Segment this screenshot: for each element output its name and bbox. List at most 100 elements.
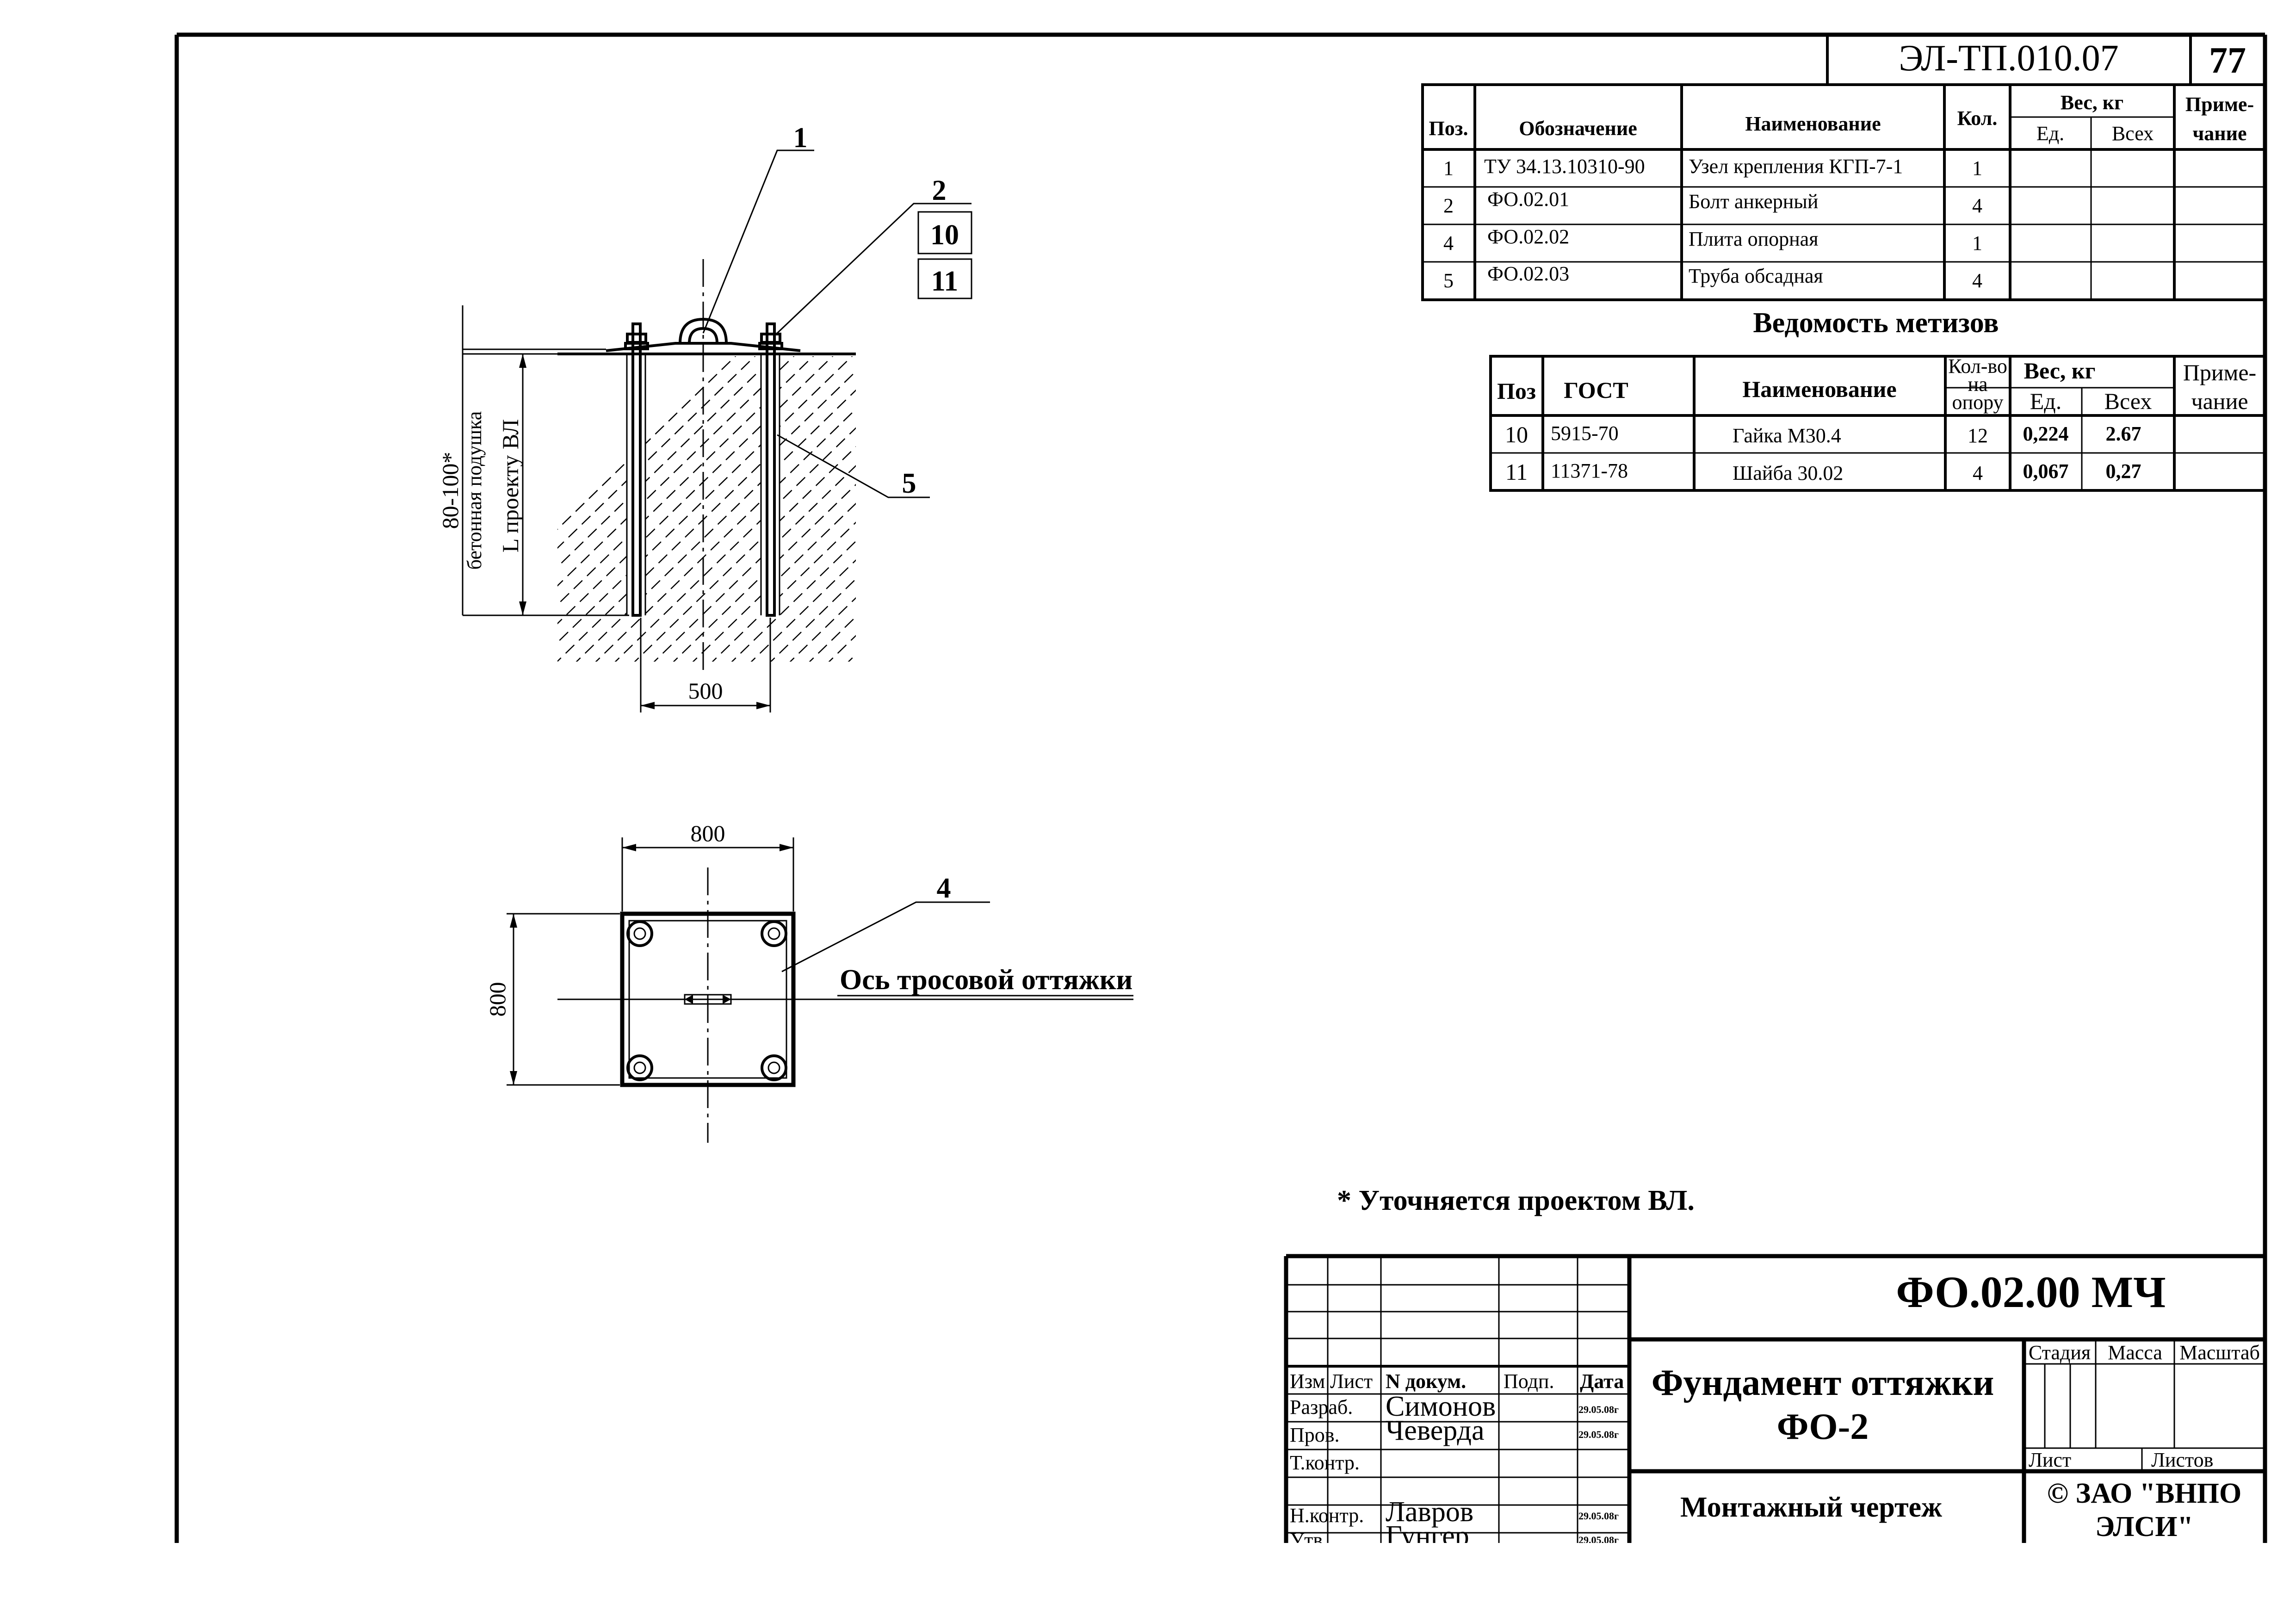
footnote: * Уточняется проектом ВЛ. [1337,1185,1695,1216]
signer-row: Утв. Гунгер 29.05.08г [1290,1520,1619,1552]
hw-header-gost: ГОСТ [1564,377,1628,403]
bolt-hole [761,1054,787,1081]
company-line-2: ЭЛСИ" [2095,1511,2193,1542]
spec-row-name: Болт анкерный [1689,190,1818,213]
hw-header-unit: Ед. [2030,388,2061,414]
signer-name: Лавров [1386,1496,1473,1528]
signer-name: Чеверда [1386,1415,1485,1446]
tb-col-list: Лист [1330,1370,1373,1393]
signer-role: Пров. [1290,1424,1340,1446]
callout-2: 2 [932,175,947,206]
callout-5: 5 [902,468,916,499]
spec-row-pos: 1 [1443,157,1454,180]
hw-row-unit: 0,067 [2023,460,2069,483]
plan-view: 800 800 4 Ось тросовой оттяжки [484,820,1133,1143]
spec-header-weight: Вес, кг [2061,91,2123,114]
tb-col-date: Дата [1580,1370,1624,1393]
spec-header-qty: Кол. [1957,107,1998,130]
hw-header-qty-3: опору [1952,391,2004,414]
bolt-hole [626,920,653,947]
spec-row-name: Труба обсадная [1689,265,1823,287]
dim-L-project: L проекту ВЛ [497,419,523,552]
bolt-hole [761,920,787,947]
spec-header-note-1: Приме- [2185,93,2254,116]
sheet-frame [174,32,2267,1543]
signer-date: 29.05.08г [1578,1404,1619,1415]
spec-header-note-2: чание [2192,122,2246,145]
hw-header-total: Всех [2104,388,2152,414]
guy-axis-label: Ось тросовой оттяжки [840,964,1133,996]
tb-col-ndoc: N докум. [1386,1370,1466,1393]
spec-table: Поз. Обозначение Наименование Кол. Вес, … [1421,83,2266,301]
hw-row-pos: 10 [1505,421,1528,447]
spec-row-qty: 4 [1972,194,1982,217]
callout-leader-1 [702,149,814,334]
hardware-table-title: Ведомость метизов [1753,307,1999,339]
tb-col-podp: Подп. [1504,1370,1554,1393]
spec-header-unit: Ед. [2036,122,2064,145]
hw-header-name: Наименование [1742,376,1896,402]
hw-header-qty-2: на [1968,373,1987,396]
doc-subtitle: Монтажный чертеж [1680,1492,1942,1523]
signer-row: Разраб. Симонов 29.05.08г [1290,1391,1619,1422]
mass-label: Масса [2108,1341,2162,1364]
spec-row-name: Плита опорная [1689,228,1818,250]
hw-header-pos: Поз [1497,378,1536,404]
anchor-bolt [631,322,642,617]
table-row: 2 ФО.02.01 Болт анкерный 4 [1443,188,1982,217]
spec-row-pos: 4 [1443,232,1454,254]
table-row: 4 ФО.02.02 Плита опорная 1 [1443,225,1982,254]
tb-col-izm: Изм [1290,1370,1325,1393]
spec-row-qty: 1 [1972,232,1982,254]
stage-label: Стадия [2029,1341,2091,1364]
spec-row-designation: ФО.02.02 [1487,225,1569,248]
hw-row-name: Шайба 30.02 [1733,462,1843,484]
callout-11: 11 [931,266,959,297]
callout-4: 4 [937,873,951,904]
scale-label: Масштаб [2179,1341,2260,1364]
company-line-1: © ЗАО "ВНПО [2047,1478,2241,1509]
hw-row-gost: 11371-78 [1551,459,1628,482]
signer-date: 29.05.08г [1578,1429,1619,1440]
callout-1: 1 [793,122,808,154]
hardware-table: Поз ГОСТ Наименование Кол-во на опору Ве… [1489,355,2266,492]
signer-row: Пров. Чеверда 29.05.08г [1290,1415,1619,1446]
spec-row-pos: 5 [1443,269,1454,292]
hw-row-pos: 11 [1505,459,1528,485]
spec-row-designation: ФО.02.01 [1487,188,1569,211]
signer-role: Н.контр. [1290,1504,1364,1527]
spec-header-total: Всех [2112,122,2154,145]
section-view: 500 80-100* бетонная подушка L проекту В… [437,122,972,712]
dim-80-100: 80-100* [437,452,463,529]
title-block: Изм Лист N докум. Подп. Дата Разраб. Сим… [1284,1254,2265,1552]
callout-leader-5 [777,434,930,498]
header-code: ЭЛ-ТП.010.07 [1899,38,2118,79]
callout-leader-4 [781,901,990,973]
signer-name: Гунгер [1386,1520,1469,1552]
sheet-label: Лист [2029,1449,2071,1471]
signer-date: 29.05.08г [1578,1534,1619,1546]
spec-row-qty: 4 [1972,269,1982,292]
hw-row-qty: 4 [1973,462,1983,484]
doc-title-line-2: ФО-2 [1777,1406,1869,1447]
hw-row-total: 0,27 [2106,460,2141,483]
callout-leader-2 [776,203,972,334]
page-number: 77 [2209,40,2246,81]
header-block: ЭЛ-ТП.010.07 77 [1826,35,2265,86]
hw-row-unit: 0,224 [2023,422,2069,445]
table-row: 10 5915-70 Гайка М30.4 12 0,224 2.67 [1505,421,2141,447]
spec-row-designation: ТУ 34.13.10310-90 [1484,155,1645,178]
spec-row-qty: 1 [1972,157,1982,180]
spec-header-pos: Поз. [1429,117,1468,140]
table-row: 1 ТУ 34.13.10310-90 Узел крепления КГП-7… [1443,155,1982,180]
plan-dim-height: 800 [484,982,510,1017]
signer-role: Утв. [1290,1529,1328,1551]
hw-header-note-1: Приме- [2183,359,2256,385]
callout-10: 10 [930,219,959,251]
signer-date: 29.05.08г [1578,1510,1619,1522]
spec-row-pos: 2 [1443,194,1454,217]
hw-header-qty-1: Кол-во [1948,355,2007,378]
plan-dim-width: 800 [691,820,725,846]
hw-header-note-2: чание [2191,388,2248,414]
